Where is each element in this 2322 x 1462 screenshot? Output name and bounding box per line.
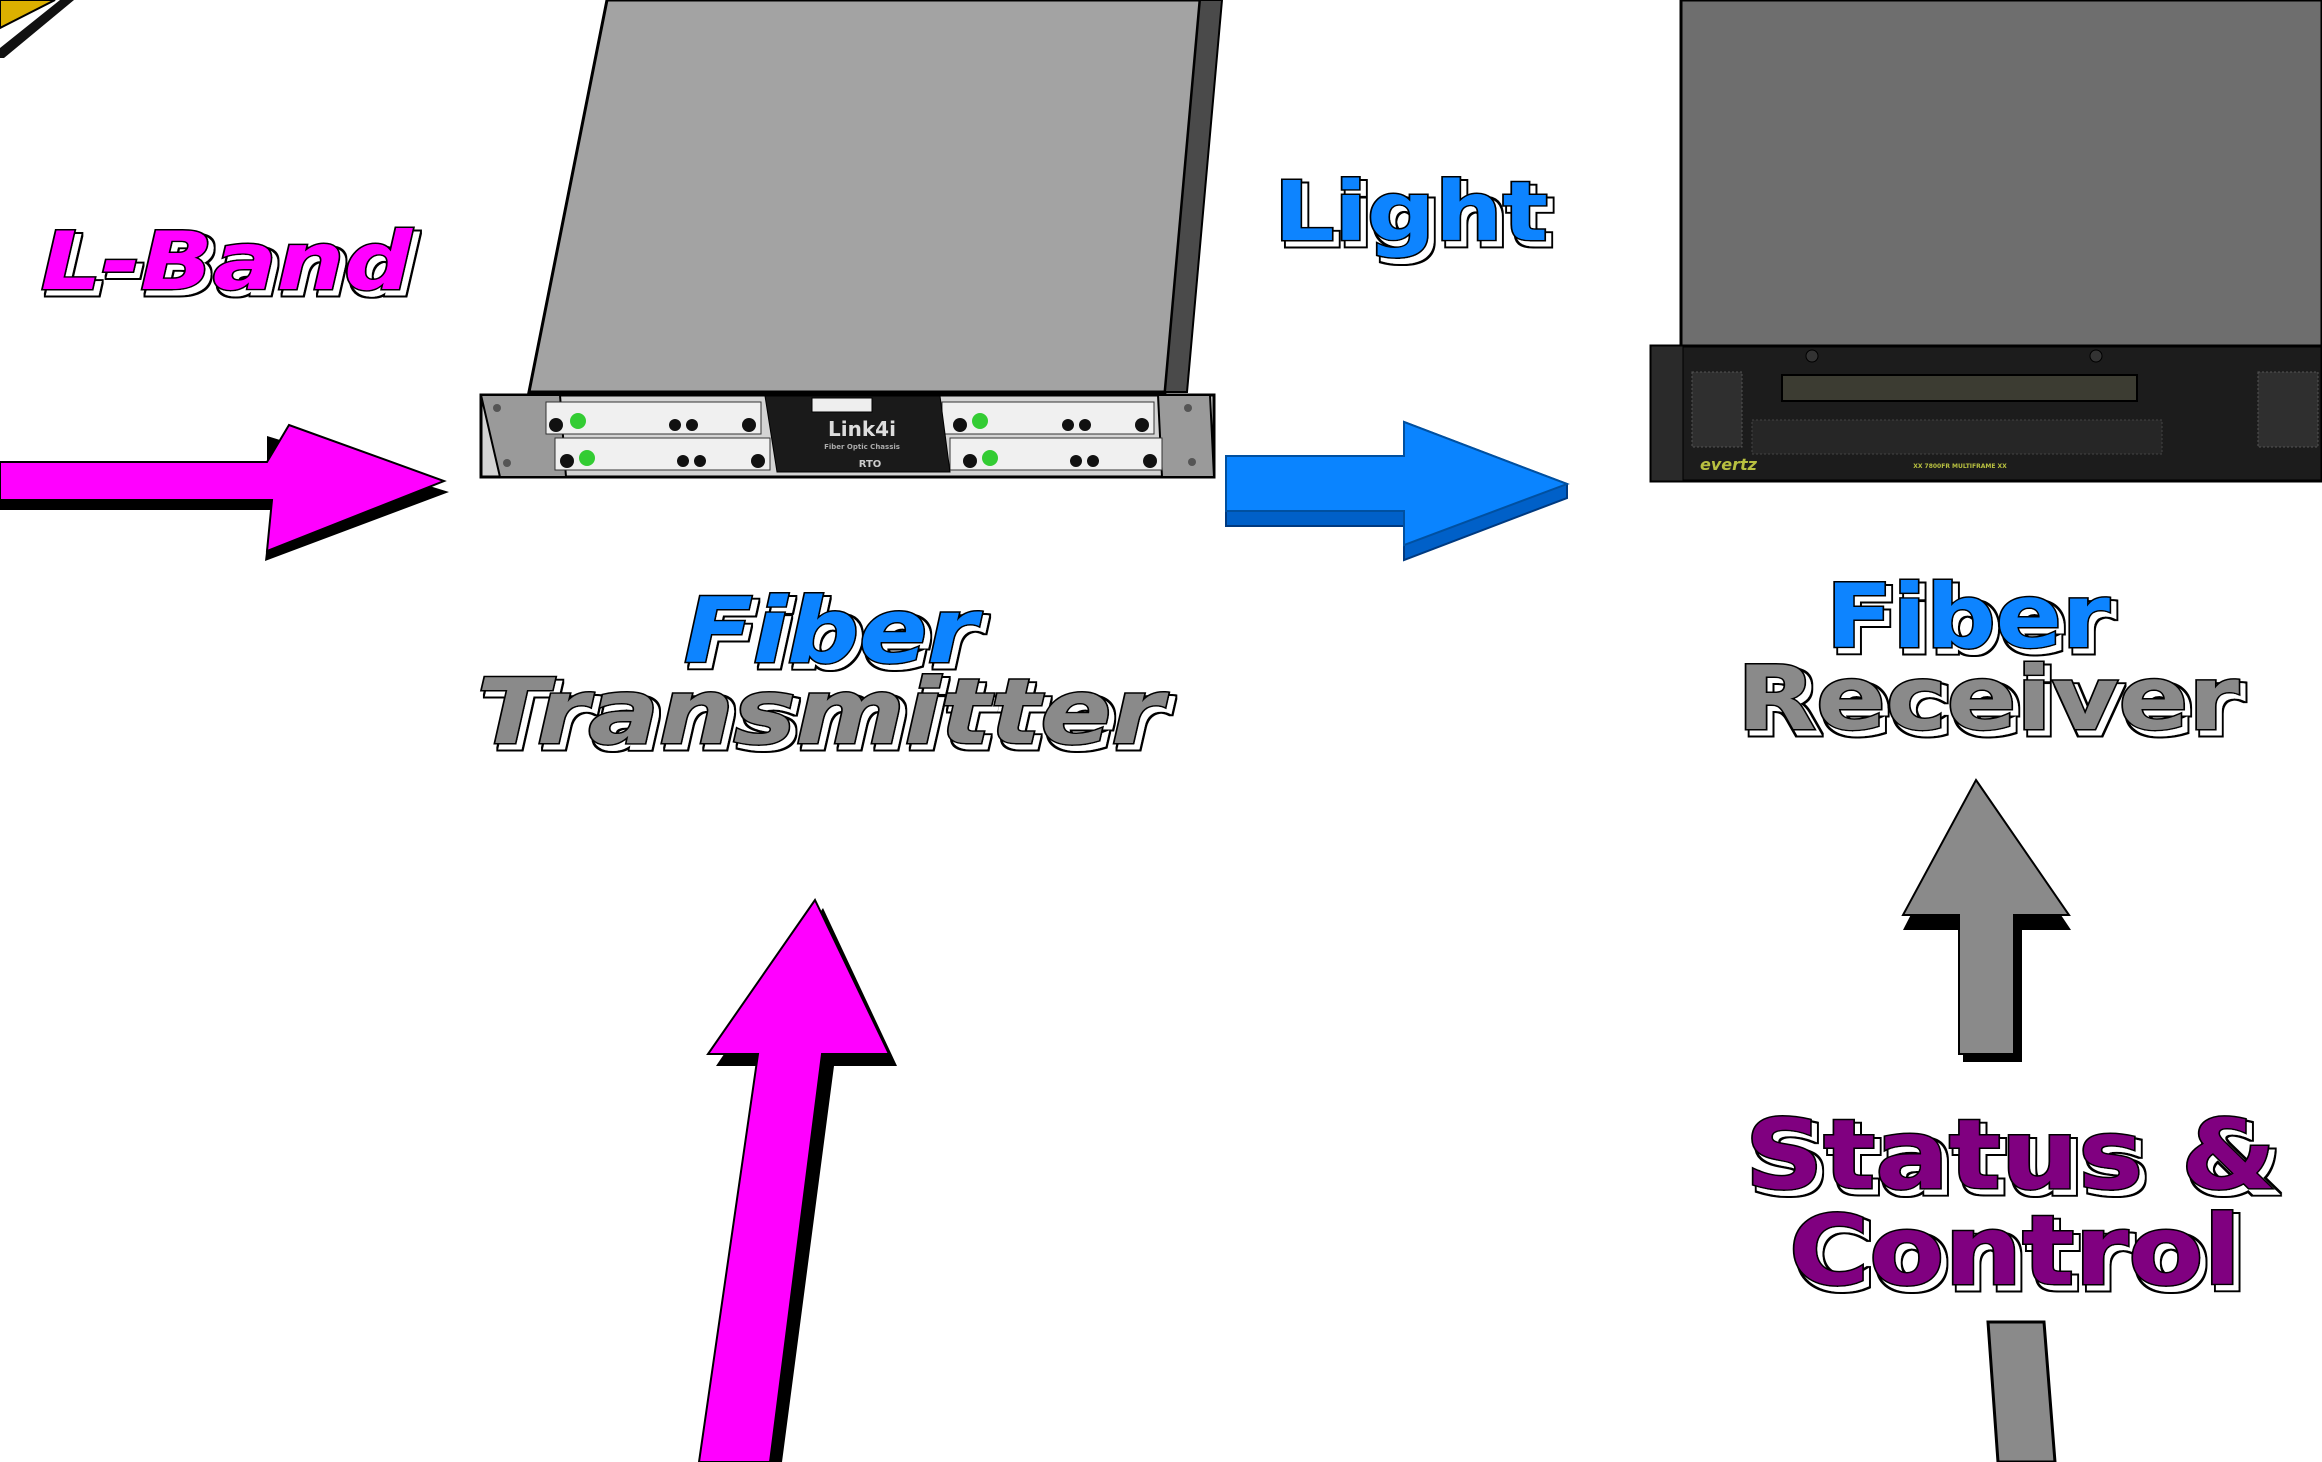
fiber-receiver-device: evertz XX 7800FR MULTIFRAME XX [1649,0,2322,483]
link4i-logo: Link4i [828,417,896,441]
control-label: Control [1789,1195,2241,1307]
l-band-label: L-Band [41,215,413,308]
chassis-subtitle: Fiber Optic Chassis [824,443,900,451]
light-label: Light [1274,165,1548,260]
l-band-arrow [0,423,449,561]
link4i-controller-module: Link4i Fiber Optic Chassis RTO [764,395,951,473]
transmitter-label: Transmitter [477,660,1170,765]
transmitter-fiber-label: Fiber [684,579,983,684]
evertz-logo: evertz [1700,455,1758,474]
receiver-label: Receiver [1737,647,2240,750]
corner-fragment [0,0,74,58]
status-label: Status & [1745,1099,2276,1211]
input-arrow-up [697,898,897,1462]
status-control-arrow [1901,778,2071,1462]
left-rack-ear [479,394,568,478]
rto-logo: RTO [859,459,882,470]
receiver-model: XX 7800FR MULTIFRAME XX [1913,463,2007,470]
fiber-transmitter-device: Link4i Fiber Optic Chassis RTO [479,0,1224,479]
receiver-fiber-label: Fiber [1826,565,2111,668]
transmitter-modules [545,401,1163,471]
light-arrow [1225,420,1570,562]
